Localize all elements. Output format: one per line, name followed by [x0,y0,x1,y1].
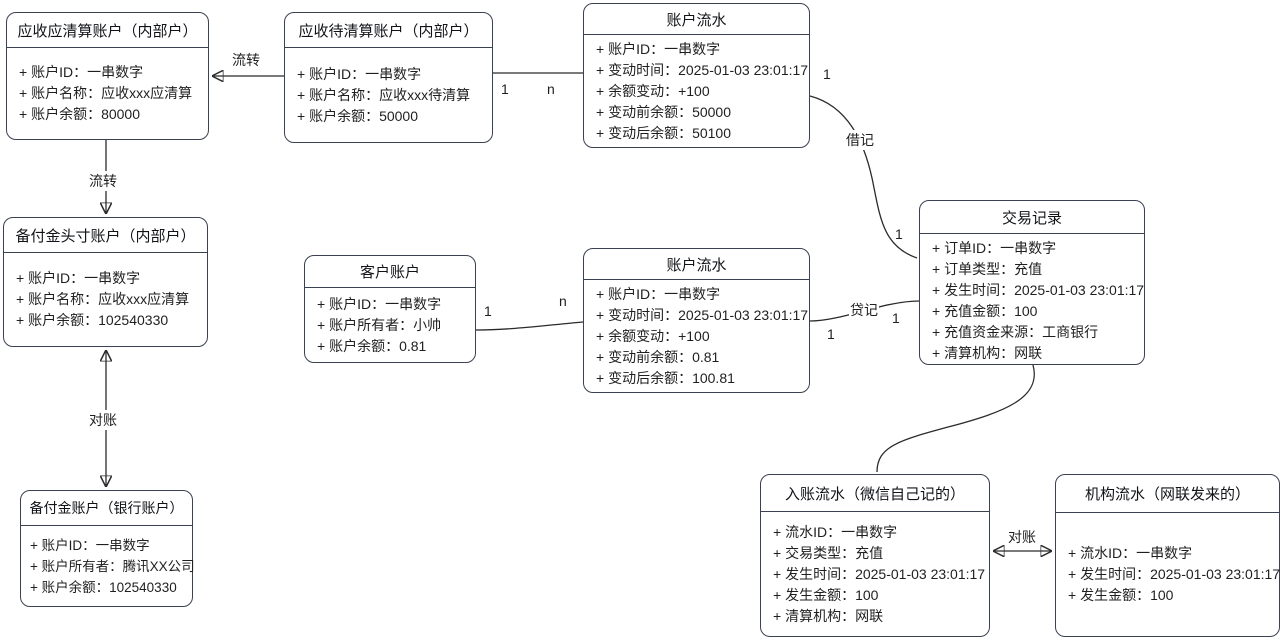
node-attr: + 变动前余额：0.81 [596,349,720,365]
node-attr: + 账户余额：0.81 [317,337,427,354]
node-attr: + 发生时间：2025-01-03 23:01:17 [1068,566,1281,582]
node-attr: + 发生时间：2025-01-03 23:01:17 [773,565,986,582]
multiplicity-label: n [559,293,567,309]
node-body: + 订单ID：一串数字 + 订单类型：充值 + 发生时间：2025-01-03 … [920,234,1144,368]
edge-label-flow-left: 流转 [88,171,118,191]
node-title: 交易记录 [920,201,1144,234]
node-body: + 账户ID：一串数字 + 账户名称：应收xxx待清算 + 账户余额：50000 [285,48,492,142]
node-attr: + 清算机构：网联 [773,607,884,624]
node-attr: + 账户余额：80000 [19,106,140,122]
node-body: + 账户ID：一串数字 + 账户名称：应收xxx应清算 + 账户余额：80000 [7,48,208,139]
node-receivable-pending-clear-account[interactable]: 应收待清算账户（内部户） + 账户ID：一串数字 + 账户名称：应收xxx待清算… [284,12,493,143]
node-customer-account[interactable]: 客户账户 + 账户ID：一串数字 + 账户所有者：小帅 + 账户余额：0.81 [304,255,476,363]
node-attr: + 流水ID：一串数字 [773,523,898,540]
multiplicity-label: 1 [823,66,831,82]
node-reserve-bank-account[interactable]: 备付金账户（银行账户） + 账户ID：一串数字 + 账户所有者：腾讯XX公司 +… [20,490,195,607]
node-inbound-statement[interactable]: 入账流水（微信自己记的） + 流水ID：一串数字 + 交易类型：充值 + 发生时… [760,474,990,637]
node-attr: + 交易类型：充值 [773,544,884,561]
node-attr: + 变动后余额：50100 [596,125,731,141]
multiplicity-label: 1 [501,81,509,97]
node-attr: + 流水ID：一串数字 [1068,545,1193,561]
node-body: + 账户ID：一串数字 + 账户名称：应收xxx应清算 + 账户余额：10254… [4,253,207,346]
edge-label-debit: 借记 [845,130,875,150]
node-receivable-to-clear-account[interactable]: 应收应清算账户（内部户） + 账户ID：一串数字 + 账户名称：应收xxx应清算… [6,12,209,140]
multiplicity-label: n [547,81,555,97]
node-title: 账户流水 [584,4,809,35]
node-attr: + 订单ID：一串数字 [932,240,1057,256]
node-title: 应收应清算账户（内部户） [7,13,208,48]
node-attr: + 清算机构：网联 [932,345,1043,361]
node-attr: + 变动后余额：100.81 [596,370,735,386]
node-attr: + 账户名称：应收xxx待清算 [297,86,471,103]
node-title: 入账流水（微信自己记的） [761,475,989,512]
node-title: 机构流水（网联发来的） [1056,475,1279,513]
node-attr: + 账户ID：一串数字 [317,295,442,312]
node-attr: + 账户名称：应收xxx应清算 [19,85,193,101]
node-attr: + 账户ID：一串数字 [596,286,721,302]
node-reserve-position-account[interactable]: 备付金头寸账户（内部户） + 账户ID：一串数字 + 账户名称：应收xxx应清算… [3,217,208,347]
node-attr: + 余额变动：+100 [596,83,710,99]
node-attr: + 变动前余额：50000 [596,104,731,120]
node-account-statement-top[interactable]: 账户流水 + 账户ID：一串数字 + 变动时间：2025-01-03 23:01… [583,3,810,148]
node-account-statement-mid[interactable]: 账户流水 + 账户ID：一串数字 + 变动时间：2025-01-03 23:01… [583,248,810,393]
node-body: + 流水ID：一串数字 + 交易类型：充值 + 发生时间：2025-01-03 … [761,512,989,636]
multiplicity-label: 1 [827,326,835,342]
edge-transaction-to-inbound[interactable] [876,364,1035,473]
node-attr: + 账户ID：一串数字 [30,537,150,553]
node-title: 客户账户 [305,256,475,288]
node-attr: + 变动时间：2025-01-03 23:01:17 [596,62,809,78]
node-body: + 账户ID：一串数字 + 变动时间：2025-01-03 23:01:17 +… [584,280,809,393]
node-body: + 账户ID：一串数字 + 变动时间：2025-01-03 23:01:17 +… [584,35,809,148]
multiplicity-label: 1 [484,303,492,319]
node-body: + 流水ID：一串数字 + 发生时间：2025-01-03 23:01:17 +… [1056,513,1281,636]
node-attr: + 发生金额：100 [1068,587,1174,603]
node-attr: + 发生金额：100 [773,586,879,603]
node-attr: + 账户名称：应收xxx应清算 [16,291,190,307]
node-title: 备付金账户（银行账户） [21,491,192,526]
node-transaction-record[interactable]: 交易记录 + 订单ID：一串数字 + 订单类型：充值 + 发生时间：2025-0… [919,200,1145,365]
multiplicity-label: 1 [892,310,900,326]
node-attr: + 账户余额：50000 [297,107,418,124]
edge-label-reconcile-bottom: 对账 [1007,527,1037,547]
node-attr: + 账户ID：一串数字 [596,41,721,57]
node-attr: + 账户所有者：小帅 [317,316,442,333]
node-attr: + 账户余额：102540330 [16,312,169,328]
node-title: 应收待清算账户（内部户） [285,13,492,48]
node-attr: + 余额变动：+100 [596,328,710,344]
edge-customer-to-statement[interactable] [475,321,584,331]
edge-label-reconcile-left: 对账 [88,410,118,430]
node-attr: + 发生时间：2025-01-03 23:01:17 [932,282,1145,298]
node-body: + 账户ID：一串数字 + 账户所有者：腾讯XX公司 + 账户余额：102540… [21,526,195,606]
edge-debit-statement-to-transaction[interactable] [809,95,918,259]
node-title: 账户流水 [584,249,809,280]
node-attr: + 账户ID：一串数字 [297,65,422,82]
node-title: 备付金头寸账户（内部户） [4,218,207,253]
edge-label-flow-top: 流转 [231,50,261,70]
edge-label-credit: 贷记 [849,300,879,320]
node-body: + 账户ID：一串数字 + 账户所有者：小帅 + 账户余额：0.81 [305,288,475,362]
multiplicity-label: 1 [895,226,903,242]
node-attr: + 账户余额：102540330 [30,579,177,595]
node-attr: + 充值金额：100 [932,303,1038,319]
node-attr: + 账户ID：一串数字 [16,270,141,286]
node-institution-statement[interactable]: 机构流水（网联发来的） + 流水ID：一串数字 + 发生时间：2025-01-0… [1055,474,1280,637]
node-attr: + 充值资金来源：工商银行 [932,324,1099,340]
node-attr: + 变动时间：2025-01-03 23:01:17 [596,307,809,323]
node-attr: + 账户ID：一串数字 [19,64,144,80]
node-attr: + 账户所有者：腾讯XX公司 [30,558,195,574]
node-attr: + 订单类型：充值 [932,261,1043,277]
